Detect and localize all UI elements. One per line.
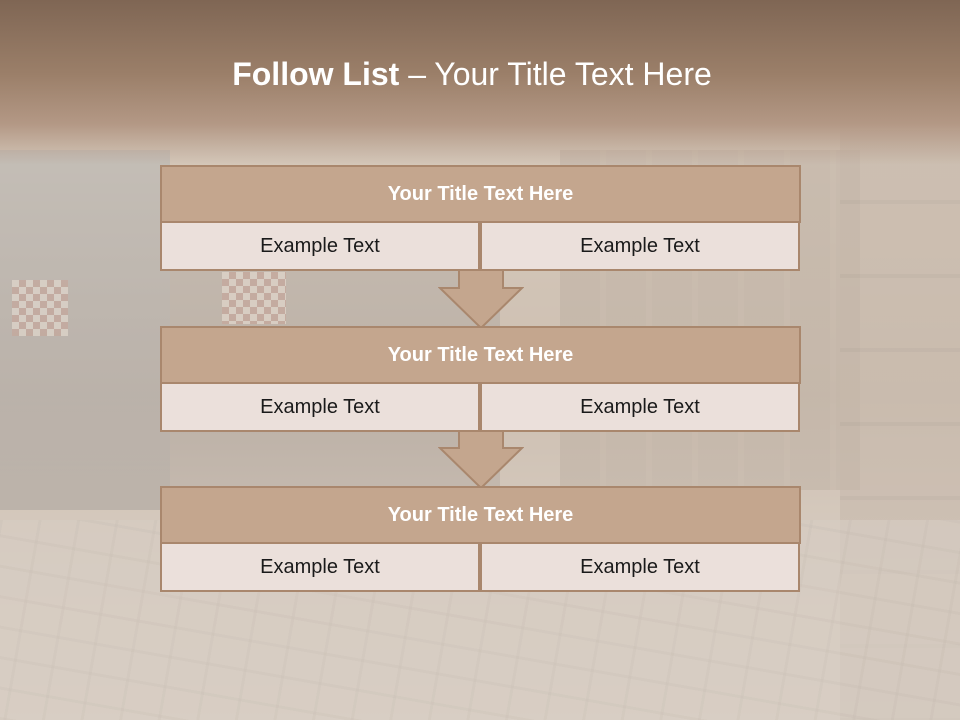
- down-arrow-1: [438, 268, 524, 330]
- row-cell-left: Example Text: [160, 542, 480, 592]
- row-title: Your Title Text Here: [160, 326, 801, 384]
- row-cell-right: Example Text: [480, 542, 800, 592]
- row-cell-right: Example Text: [480, 221, 800, 271]
- title-band: [0, 0, 960, 165]
- down-arrow-2: [438, 428, 524, 490]
- row-cell-left: Example Text: [160, 221, 480, 271]
- list-row-1: Your Title Text Here Example Text Exampl…: [160, 165, 801, 271]
- list-row-2: Your Title Text Here Example Text Exampl…: [160, 326, 801, 432]
- row-title: Your Title Text Here: [160, 165, 801, 223]
- row-cell-left: Example Text: [160, 382, 480, 432]
- title-rest-part: – Your Title Text Here: [399, 56, 712, 92]
- row-title: Your Title Text Here: [160, 486, 801, 544]
- list-row-3: Your Title Text Here Example Text Exampl…: [160, 486, 801, 592]
- row-cell-right: Example Text: [480, 382, 800, 432]
- title-bold-part: Follow List: [232, 56, 400, 92]
- slide-title: Follow List – Your Title Text Here: [0, 56, 944, 93]
